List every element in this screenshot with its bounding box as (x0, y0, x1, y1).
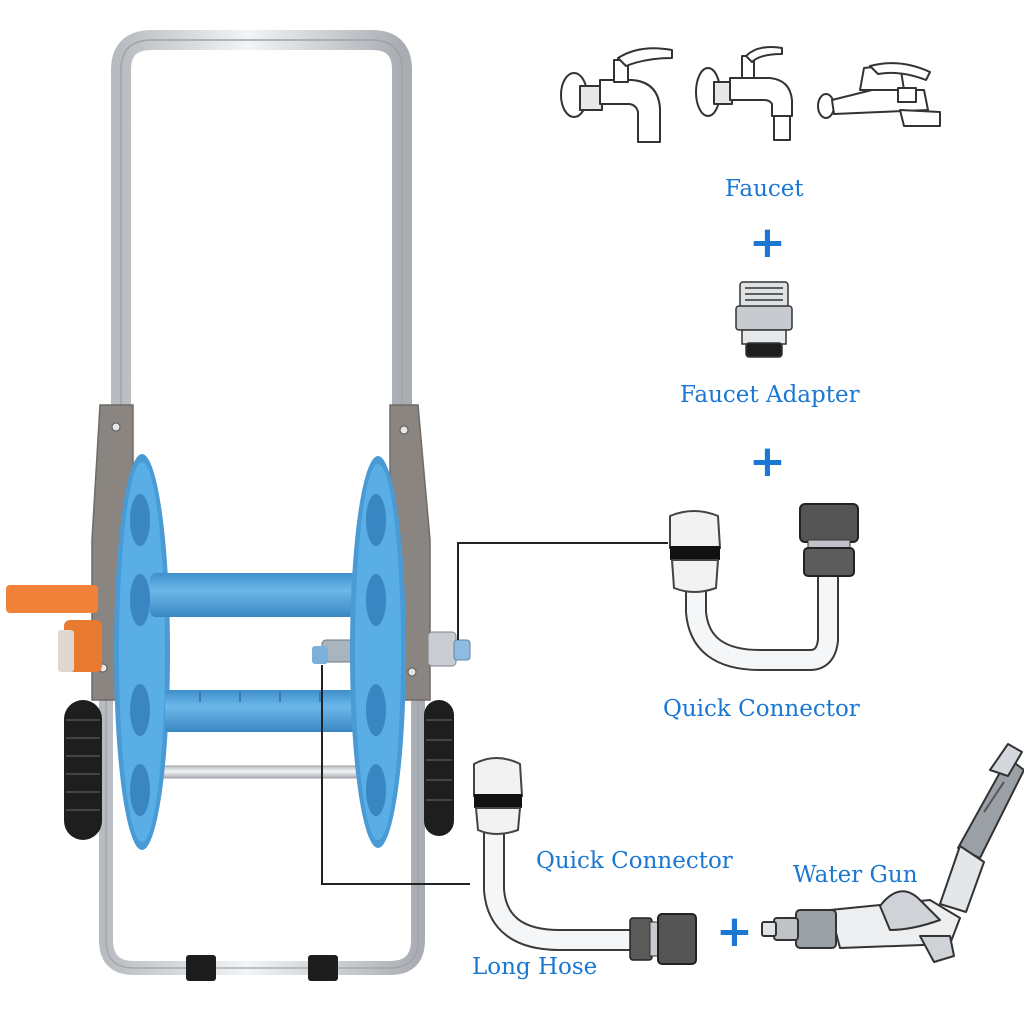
label-long-hose: Long Hose (472, 954, 598, 980)
label-water-gun: Water Gun (793, 862, 918, 888)
reel-disc-left (114, 454, 170, 850)
hose-reel-cart (6, 30, 471, 981)
connector-line-bottom (321, 665, 470, 885)
plus-sign-3: + (716, 906, 753, 957)
quick-connector-top-icon (669, 503, 859, 671)
outlet-connector (427, 631, 471, 667)
label-faucet-adapter: Faucet Adapter (680, 382, 860, 408)
plus-sign-1: + (749, 217, 786, 268)
cart-handle (111, 30, 412, 420)
connector-line-top (457, 542, 668, 640)
label-quick-connector-top: Quick Connector (663, 696, 860, 722)
water-gun-icon (761, 743, 1024, 963)
label-quick-connector-bottom: Quick Connector (536, 848, 733, 874)
foot-pad-right (308, 955, 338, 981)
connector-lines (321, 542, 668, 885)
label-faucet: Faucet (725, 176, 804, 202)
long-hose-icon (473, 757, 697, 965)
faucet-icon-2 (695, 46, 793, 141)
foot-pad-left (186, 955, 216, 981)
faucet-icons (560, 46, 941, 143)
crank-handle (6, 585, 98, 613)
faucet-adapter-icon (735, 281, 793, 358)
reel-disc-right (350, 456, 406, 848)
wheel-right (424, 700, 454, 836)
plus-sign-2: + (749, 436, 786, 487)
faucet-icon-1 (560, 47, 673, 143)
wheel-left (64, 700, 102, 840)
faucet-icon-3 (817, 62, 941, 127)
reel-drum (150, 573, 370, 617)
